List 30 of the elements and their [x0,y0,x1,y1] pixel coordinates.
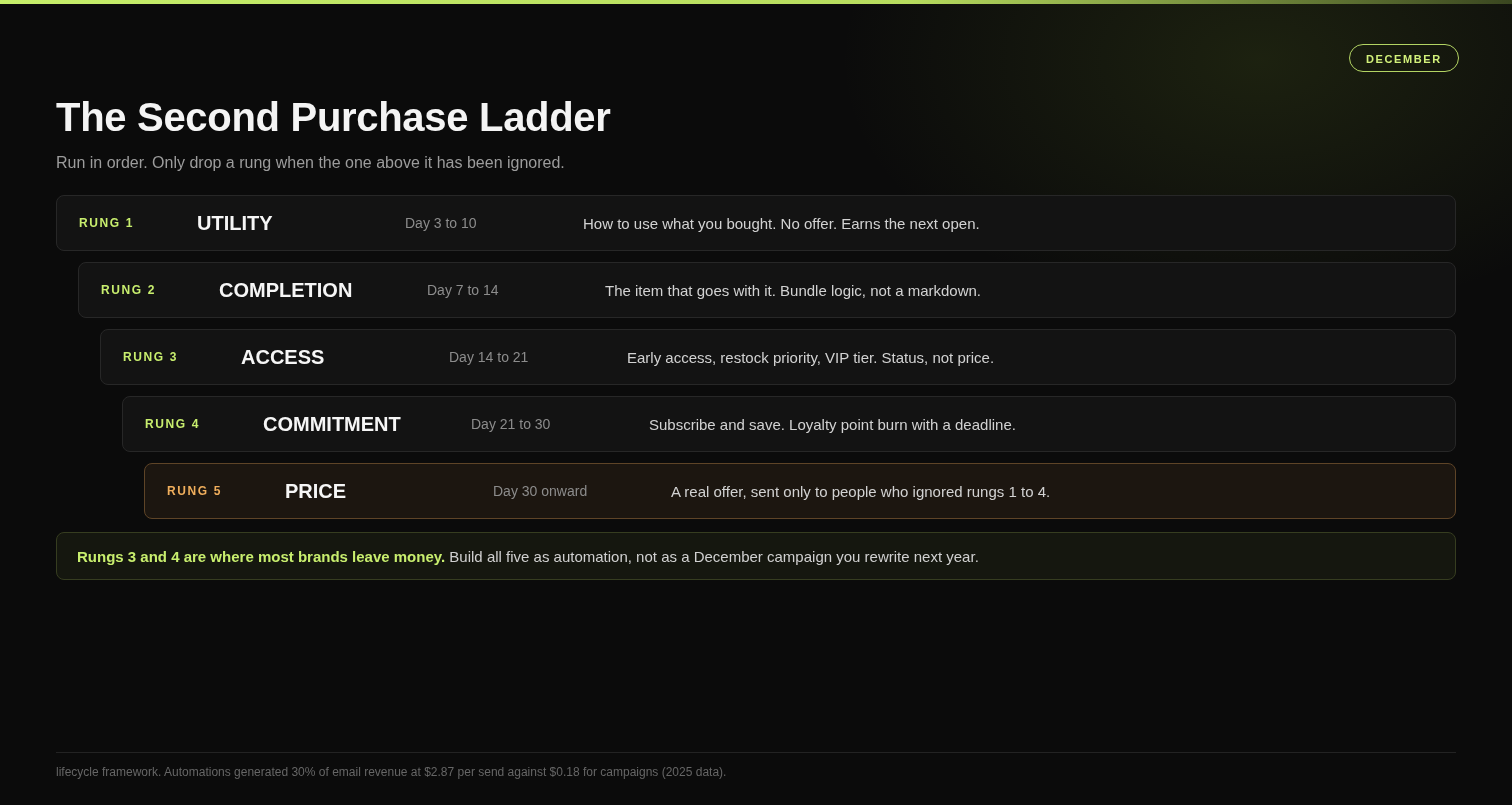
step-label: RUNG 2 [101,283,156,297]
stage-name: PRICE [285,479,347,503]
stage-description: How to use what you bought. No offer. Earns the next open. [583,214,980,232]
callout-panel [56,532,1456,580]
stage-description: Subscribe and save. Loyalty point burn with a deadline. [649,415,1016,433]
step-label: RUNG 3 [123,350,178,364]
day-range: Day 21 to 30 [471,416,551,432]
stage-name: UTILITY [197,211,273,235]
page-title: The Second Purchase Ladder [56,94,611,140]
stage-description: A real offer, sent only to people who ignored rungs 1 to 4. [671,482,1051,500]
day-range: Day 7 to 14 [427,282,499,298]
stage-name: COMPLETION [219,278,353,302]
stage-description: Early access, restock priority, VIP tier. Status, not price. [627,348,995,366]
day-range: Day 30 onward [493,483,588,499]
day-range: Day 3 to 10 [405,215,477,231]
stage-description: The item that goes with it. Bundle logic, not a markdown. [605,281,982,299]
rung-card [144,463,1456,519]
step-label: RUNG 1 [79,216,134,230]
rung-card [122,396,1456,452]
stage-name: COMMITMENT [263,412,401,436]
rung-card [100,329,1456,385]
stage-name: ACCESS [241,345,325,369]
day-range: Day 14 to 21 [449,349,529,365]
source-note: lifecycle framework. Automations generated 30% of email revenue at $2.87 per send against $0.18 for campaigns (2025 data). [56,765,727,780]
callout-text: Rungs 3 and 4 are where most brands leave money. Build all five as automation, not as a December campaign you rewrite next year. [77,547,979,565]
rung-card [78,262,1456,318]
step-label: RUNG 5 [167,484,222,498]
subtitle: Run in order. Only drop a rung when the one above it has been ignored. [56,153,565,173]
rung-card [56,195,1456,251]
step-label: RUNG 4 [145,417,200,431]
